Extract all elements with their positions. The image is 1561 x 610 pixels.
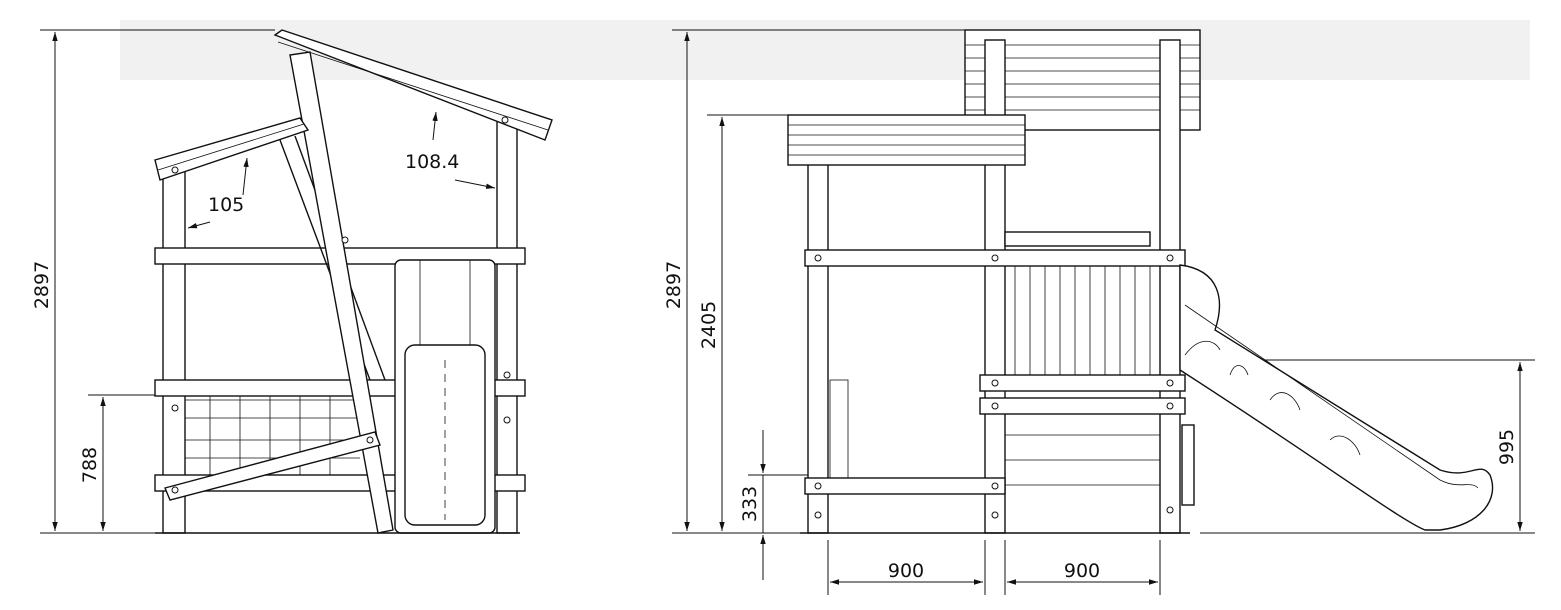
front-view: 2897 2405 333 995 900 900 bbox=[663, 29, 1535, 595]
dimension-label-slide-height: 995 bbox=[1496, 429, 1518, 465]
slide-front bbox=[394, 259, 496, 534]
dimension-label-step-height: 333 bbox=[739, 486, 761, 522]
dimension-label-width-right: 900 bbox=[1064, 560, 1100, 582]
dimension-label-lower-roof-height: 2405 bbox=[698, 301, 720, 349]
side-view: 2897 788 bbox=[31, 29, 553, 534]
angle-label-right-roof: 108.4 bbox=[405, 151, 459, 173]
angle-label-left-roof: 105 bbox=[208, 194, 244, 216]
dimension-label-total-height: 2897 bbox=[31, 261, 53, 309]
dimension-label-total-height: 2897 bbox=[663, 261, 685, 309]
dimension-label-width-left: 900 bbox=[888, 560, 924, 582]
dimension-label-platform-height: 788 bbox=[79, 447, 101, 483]
lower-roof bbox=[787, 114, 1026, 166]
slide-side bbox=[1179, 264, 1494, 531]
